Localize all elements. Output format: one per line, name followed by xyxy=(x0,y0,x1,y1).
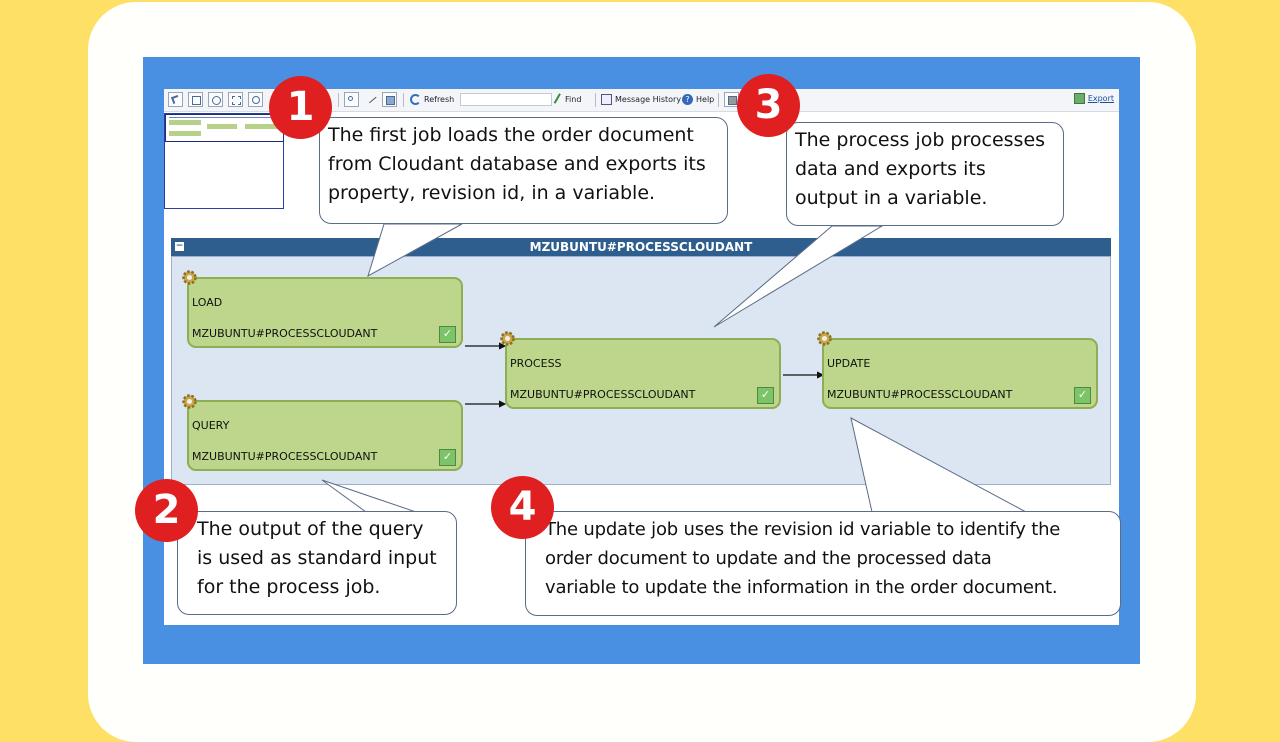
refresh-icon xyxy=(410,94,421,105)
callout-line: variable to update the information in th… xyxy=(545,577,1058,598)
link-icon[interactable] xyxy=(363,92,378,107)
toolbar-separator xyxy=(718,93,719,107)
job-name: QUERY xyxy=(192,419,230,432)
check-icon: ✓ xyxy=(439,449,456,466)
callout-2: The output of the query is used as stand… xyxy=(177,511,457,615)
toolbar-separator xyxy=(595,93,596,107)
thumbnail-job xyxy=(169,120,201,125)
gear-icon xyxy=(817,331,832,346)
step-badge-3: 3 xyxy=(737,74,800,137)
callout-line: is used as standard input xyxy=(197,547,437,569)
job-host: MZUBUNTU#PROCESSCLOUDANT xyxy=(192,450,378,463)
check-icon: ✓ xyxy=(1074,387,1091,404)
toolbar-separator xyxy=(338,93,339,107)
callout-4: The update job uses the revision id vari… xyxy=(525,511,1121,616)
find-icon xyxy=(553,93,565,106)
step-badge-2: 2 xyxy=(135,479,198,542)
search-input[interactable] xyxy=(460,93,552,106)
job-node-load[interactable]: LOAD MZUBUNTU#PROCESSCLOUDANT ✓ xyxy=(187,277,463,348)
fit-icon[interactable] xyxy=(188,92,203,107)
thumbnail-job xyxy=(207,124,237,129)
job-name: UPDATE xyxy=(827,357,871,370)
step-badge-1: 1 xyxy=(269,76,332,139)
callout-line: The process job processes xyxy=(795,129,1046,151)
step-badge-4: 4 xyxy=(491,476,554,539)
gear-icon xyxy=(182,394,197,409)
job-name: PROCESS xyxy=(510,357,562,370)
help-button[interactable]: ? Help xyxy=(682,91,714,108)
layout-icon[interactable] xyxy=(344,92,359,107)
message-history-button[interactable]: Message History xyxy=(601,91,681,108)
pointer-icon[interactable] xyxy=(168,92,183,107)
callout-line: The update job uses the revision id vari… xyxy=(545,519,1061,540)
callout-line: from Cloudant database and exports its xyxy=(328,153,706,175)
message-history-icon xyxy=(601,94,612,105)
job-host: MZUBUNTU#PROCESSCLOUDANT xyxy=(192,327,378,340)
zoom-area-icon[interactable] xyxy=(228,92,243,107)
job-node-update[interactable]: UPDATE MZUBUNTU#PROCESSCLOUDANT ✓ xyxy=(822,338,1098,409)
callout-line: property, revision id, in a variable. xyxy=(328,182,656,204)
toolbar: Refresh Find Message History ? Help Expo… xyxy=(164,89,1119,112)
callout-1: The first job loads the order document f… xyxy=(319,117,728,224)
job-name: LOAD xyxy=(192,296,223,309)
pan-icon[interactable] xyxy=(208,92,223,107)
job-node-query[interactable]: QUERY MZUBUNTU#PROCESSCLOUDANT ✓ xyxy=(187,400,463,471)
refresh-label: Refresh xyxy=(424,95,455,104)
refresh-button[interactable]: Refresh xyxy=(410,91,454,108)
callout-line: data and exports its xyxy=(795,158,986,180)
find-button[interactable]: Find xyxy=(553,91,582,108)
print-icon[interactable] xyxy=(724,92,739,107)
callout-line: The first job loads the order document xyxy=(328,124,694,146)
export-label: Export xyxy=(1087,94,1114,103)
job-node-process[interactable]: PROCESS MZUBUNTU#PROCESSCLOUDANT ✓ xyxy=(505,338,781,409)
gear-icon xyxy=(500,331,515,346)
callout-3: The process job processes data and expor… xyxy=(786,122,1064,226)
thumbnail-job xyxy=(245,124,277,129)
export-icon xyxy=(1073,93,1085,104)
callout-line: order document to update and the process… xyxy=(545,548,992,569)
thumbnail-header xyxy=(169,117,281,118)
find-label: Find xyxy=(565,95,582,104)
workflow-title: MZUBUNTU#PROCESSCLOUDANT xyxy=(529,240,753,254)
workflow-header[interactable]: − MZUBUNTU#PROCESSCLOUDANT xyxy=(171,238,1111,256)
export-button[interactable]: Export xyxy=(1073,93,1114,104)
thumbnail-job xyxy=(169,131,201,136)
list-icon[interactable] xyxy=(382,92,397,107)
collapse-icon[interactable]: − xyxy=(175,241,184,251)
help-label: Help xyxy=(696,95,715,104)
callout-line: output in a variable. xyxy=(795,187,988,209)
job-host: MZUBUNTU#PROCESSCLOUDANT xyxy=(510,388,696,401)
job-host: MZUBUNTU#PROCESSCLOUDANT xyxy=(827,388,1013,401)
zoom-in-icon[interactable] xyxy=(248,92,263,107)
message-history-label: Message History xyxy=(615,95,682,104)
overview-thumbnail[interactable] xyxy=(164,113,284,209)
toolbar-separator xyxy=(403,93,404,107)
help-icon: ? xyxy=(682,94,693,105)
callout-line: for the process job. xyxy=(197,576,381,598)
check-icon: ✓ xyxy=(757,387,774,404)
callout-line: The output of the query xyxy=(197,518,424,540)
check-icon: ✓ xyxy=(439,326,456,343)
gear-icon xyxy=(182,270,197,285)
